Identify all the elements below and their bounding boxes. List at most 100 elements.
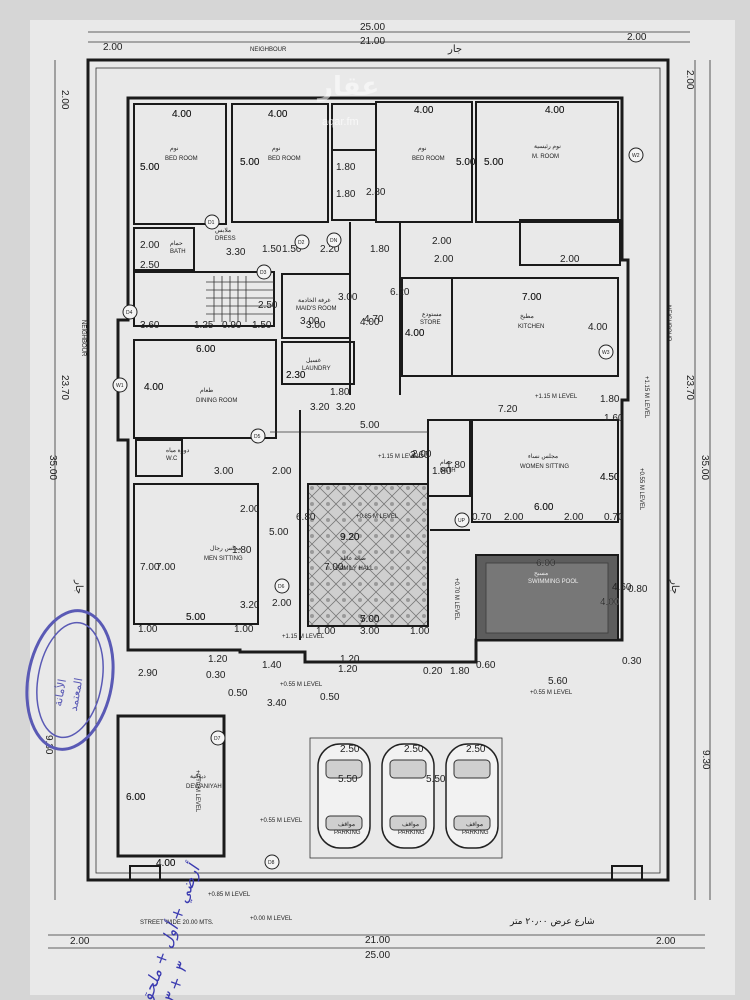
dimension-label: 5.00 bbox=[240, 157, 260, 168]
room-en: MEN SITTING bbox=[204, 556, 243, 562]
right-top-dim: 2.00 bbox=[684, 70, 695, 90]
dimension-label: 2.30 bbox=[286, 370, 306, 381]
door-tag-circle bbox=[454, 512, 470, 528]
dimension-label: 5.00 bbox=[456, 157, 476, 168]
room-ar: مطبخ bbox=[520, 313, 534, 320]
dimension-label: 5.00 bbox=[269, 527, 289, 538]
dimension-label: 4.00 bbox=[600, 597, 620, 608]
level-markers: +1.15 M LEVEL +1.15 M LEVEL +0.85 M LEVE… bbox=[194, 376, 649, 922]
dining-room bbox=[133, 339, 277, 439]
room-en: M. ROOM bbox=[532, 154, 559, 160]
room-ar: ملابس bbox=[215, 227, 231, 234]
room-en: LAUNDRY bbox=[302, 366, 331, 372]
dimension-label: 1.00 bbox=[138, 624, 158, 635]
pool-water bbox=[485, 562, 609, 634]
dimension-label: 1.80 bbox=[336, 162, 356, 173]
door-tag-circle bbox=[250, 428, 266, 444]
dress-room bbox=[331, 103, 377, 151]
room-en: DEWANIYAH bbox=[186, 784, 222, 790]
parking-area bbox=[309, 737, 503, 859]
top-neighbour-ar: جار bbox=[447, 44, 462, 55]
dimension-label: 0.20 bbox=[423, 666, 443, 677]
room-w: 5.00 bbox=[186, 612, 206, 623]
room-ar: حمام bbox=[170, 240, 183, 247]
level-label: +0.70 M LEVEL bbox=[453, 578, 459, 621]
level-label: +0.55 M LEVEL bbox=[260, 818, 303, 824]
room-h: 4.50 bbox=[600, 472, 620, 483]
dimension-label: 6.00 bbox=[536, 558, 556, 569]
room-h: 5.00 bbox=[456, 157, 476, 168]
dimension-label: 2.50 bbox=[340, 744, 360, 755]
room-en: PARKING bbox=[398, 830, 425, 836]
room-w: 3.00 bbox=[306, 320, 326, 331]
level-label: +0.00 M LEVEL bbox=[250, 916, 293, 922]
door-tag-label: D8 bbox=[268, 860, 275, 866]
dimension-label: 4.00 bbox=[545, 105, 565, 116]
right-depth-dim: 23.70 bbox=[684, 375, 695, 400]
level-label: +0.55 M LEVEL bbox=[530, 690, 573, 696]
bath-left bbox=[133, 227, 195, 271]
dimension-label: 1.80 bbox=[336, 189, 356, 200]
door-tag-circle bbox=[112, 377, 128, 393]
dimension-label: 2.00 bbox=[412, 449, 432, 460]
room-w: 2.30 bbox=[286, 370, 306, 381]
dimension-label: 5.00 bbox=[360, 420, 380, 431]
dimension-label: 1.80 bbox=[450, 666, 470, 677]
left-top-dim: 2.00 bbox=[59, 90, 70, 110]
dimension-label: 3.00 bbox=[338, 292, 358, 303]
room-h: 9.20 bbox=[340, 532, 360, 543]
room-ar: نوم bbox=[272, 146, 281, 152]
top-right-dim: 2.00 bbox=[627, 32, 647, 43]
room-h: 5.00 bbox=[484, 157, 504, 168]
dimension-label: 6.20 bbox=[390, 287, 410, 298]
room-ar: غسيل bbox=[306, 357, 321, 364]
dimension-label: 7.00 bbox=[324, 562, 344, 573]
dimension-label: 0.70 bbox=[604, 512, 624, 523]
dimension-label: 2.00 bbox=[272, 466, 292, 477]
top-neighbour-en: NEIGHBOUR bbox=[250, 47, 287, 53]
room-en: BATH bbox=[170, 249, 186, 255]
dimension-label: 2.00 bbox=[564, 512, 584, 523]
door-tag-circle bbox=[204, 214, 220, 230]
dimension-label: 1.50 bbox=[262, 244, 282, 255]
room-en: BED ROOM bbox=[412, 156, 445, 162]
dimension-label: 1.80 bbox=[432, 466, 452, 477]
room-ar: طعام bbox=[200, 387, 213, 394]
dimension-label: 3.00 bbox=[300, 316, 320, 327]
room-ar: مستودع bbox=[422, 312, 442, 318]
dimension-label: 3.20 bbox=[240, 600, 260, 611]
dimension-label: 0.70 bbox=[472, 512, 492, 523]
room-en: DRESS bbox=[215, 236, 236, 242]
room-ar: حمام bbox=[440, 459, 453, 466]
dimension-label: 0.30 bbox=[622, 656, 642, 667]
dimension-label: 4.00 bbox=[268, 109, 288, 120]
dimension-label: 2.20 bbox=[320, 244, 340, 255]
dimension-label: 0.50 bbox=[228, 688, 248, 699]
dimension-label: 0.60 bbox=[476, 660, 496, 671]
bottom-right-dim: 2.00 bbox=[656, 936, 676, 947]
room-h: 4.00 bbox=[144, 382, 164, 393]
door-tag-circle bbox=[256, 264, 272, 280]
dimension-label: 1.80 bbox=[600, 394, 620, 405]
dimension-label: 1.80 bbox=[370, 244, 390, 255]
right-front-dim: 9.30 bbox=[700, 750, 711, 770]
dimension-label: 2.00 bbox=[240, 504, 260, 515]
room-en: BED ROOM bbox=[165, 156, 198, 162]
bath-women bbox=[427, 419, 471, 497]
dimension-label: 4.00 bbox=[360, 317, 380, 328]
room-en: BED ROOM bbox=[268, 156, 301, 162]
dimension-label: 2.00 bbox=[434, 254, 454, 265]
dimension-label: 6.00 bbox=[126, 792, 146, 803]
gate-left bbox=[129, 865, 161, 881]
parking-cars bbox=[317, 743, 499, 849]
family-hall bbox=[307, 483, 429, 627]
dimension-label: 7.20 bbox=[498, 404, 518, 415]
room-h: 6.00 bbox=[126, 792, 146, 803]
door-tag-circle bbox=[210, 730, 226, 746]
dimension-label: 1.20 bbox=[208, 654, 228, 665]
room-w: 4.00 bbox=[414, 105, 434, 116]
dimension-label: 6.00 bbox=[534, 502, 554, 513]
dimension-label: 2.50 bbox=[404, 744, 424, 755]
stair-core bbox=[133, 271, 275, 327]
bottom-dimensions: 2.00 21.00 2.00 25.00 STREET WIDE 20.00 … bbox=[48, 917, 705, 961]
